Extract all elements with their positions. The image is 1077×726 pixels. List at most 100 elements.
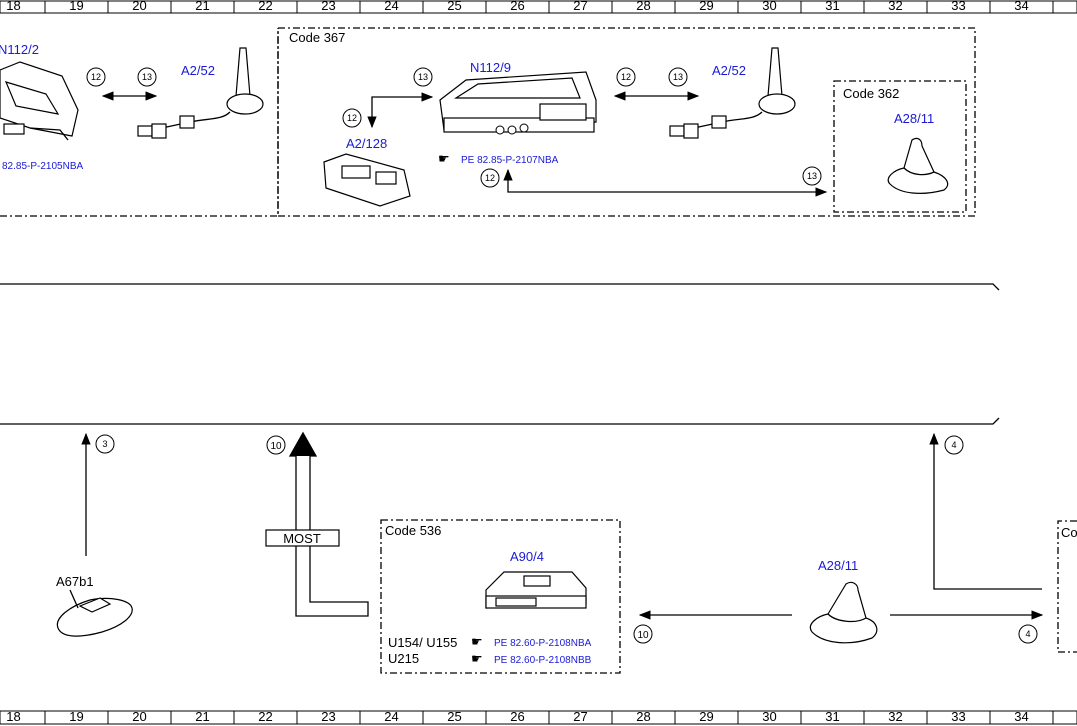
- svg-text:3: 3: [102, 439, 107, 449]
- ruler-bottom-number: 34: [1014, 709, 1028, 724]
- svg-text:12: 12: [347, 113, 357, 123]
- svg-text:4: 4: [951, 440, 956, 450]
- ruler-top-number: 31: [825, 0, 839, 13]
- ruler-top-number: 32: [888, 0, 902, 13]
- connector-12-d: 12: [480, 168, 500, 188]
- connector-10-a: 10: [266, 435, 286, 455]
- code-536-frame: [380, 519, 621, 674]
- a2-128-part: [323, 153, 411, 207]
- a2-52-right-antenna: [669, 47, 796, 139]
- svg-text:10: 10: [270, 441, 282, 452]
- ruler-top-number: 34: [1014, 0, 1028, 13]
- link-n112-9-a28-11: [503, 168, 828, 197]
- svg-text:PE 82.60-P-2108NBA: PE 82.60-P-2108NBA: [494, 638, 592, 649]
- a28-11-top-label: A28/11: [894, 111, 934, 126]
- code-367-label: Code 367: [289, 30, 345, 45]
- ruler-bottom-number: 25: [447, 709, 461, 724]
- connector-4-a: 4: [944, 435, 964, 455]
- connector-13-c: 13: [668, 67, 688, 87]
- svg-text:☛: ☛: [438, 151, 450, 166]
- ruler-bottom-number: 28: [636, 709, 650, 724]
- a2-52-left-label: A2/52: [181, 63, 215, 78]
- ruler-top-number: 22: [258, 0, 272, 13]
- ruler-top-number: 29: [699, 0, 713, 13]
- ruler-top-number: 28: [636, 0, 650, 13]
- svg-text:12: 12: [621, 72, 631, 82]
- connector-12-c: 12: [616, 67, 636, 87]
- ref-2107: ☛ PE 82.85-P-2107NBA: [438, 151, 559, 166]
- a2-128-label: A2/128: [346, 136, 387, 151]
- ruler-top-number: 23: [321, 0, 335, 13]
- code-367-frame: [277, 27, 976, 217]
- n112-9-module: [439, 71, 597, 135]
- connector-13-a: 13: [137, 67, 157, 87]
- ruler-bottom-number: 33: [951, 709, 965, 724]
- a28-11-bottom-shark-fin: [809, 581, 878, 644]
- a90-4-label: A90/4: [510, 549, 544, 564]
- a67b1-mirror: [56, 589, 133, 637]
- svg-text:PE 82.60-P-2108NBB: PE 82.60-P-2108NBB: [494, 655, 592, 666]
- n112-2-module: [0, 61, 79, 141]
- connector-13-d: 13: [802, 166, 822, 186]
- ruler-bottom-number: 21: [195, 709, 209, 724]
- ruler-top-number: 20: [132, 0, 146, 13]
- ruler-top-number: 19: [69, 0, 83, 13]
- svg-text:PE 82.85-P-2107NBA: PE 82.85-P-2107NBA: [461, 155, 559, 166]
- svg-text:13: 13: [142, 72, 152, 82]
- variant-line-1: U154/ U155: [388, 635, 457, 650]
- connector-13-b: 13: [413, 67, 433, 87]
- ruler-bottom-number: 32: [888, 709, 902, 724]
- right-frame: [1057, 520, 1077, 653]
- a90-4-module: [485, 571, 587, 609]
- a67b1-label: A67b1: [56, 574, 94, 589]
- svg-text:10: 10: [637, 630, 649, 641]
- ruler-bottom-number: 23: [321, 709, 335, 724]
- a28-11-bottom-label: A28/11: [818, 558, 858, 573]
- ruler-top-number: 24: [384, 0, 398, 13]
- ruler-bottom-number: 19: [69, 709, 83, 724]
- ruler-bottom-number: 22: [258, 709, 272, 724]
- link-right-bus: [929, 432, 1042, 590]
- ref-2108b: ☛ PE 82.60-P-2108NBB: [471, 651, 592, 666]
- bus-band: [0, 283, 1000, 425]
- svg-text:12: 12: [91, 72, 101, 82]
- ruler-bottom-number: 20: [132, 709, 146, 724]
- svg-text:13: 13: [418, 72, 428, 82]
- svg-text:☛: ☛: [471, 651, 483, 666]
- code-536-label: Code 536: [385, 523, 441, 538]
- svg-text:4: 4: [1025, 629, 1030, 639]
- ruler-top-number: 27: [573, 0, 587, 13]
- connector-12-b: 12: [342, 108, 362, 128]
- connector-3: 3: [95, 434, 115, 454]
- svg-text:☛: ☛: [471, 634, 483, 649]
- ruler-top-number: 30: [762, 0, 776, 13]
- ruler-top-number: 25: [447, 0, 461, 13]
- ruler-bottom-number: 29: [699, 709, 713, 724]
- connector-12-a: 12: [86, 67, 106, 87]
- code-362-label: Code 362: [843, 86, 899, 101]
- a28-11-top-shark-fin: [887, 137, 949, 194]
- svg-text:12: 12: [485, 173, 495, 183]
- a2-52-right-label: A2/52: [712, 63, 746, 78]
- ruler-bottom-number: 27: [573, 709, 587, 724]
- variant-line-2: U215: [388, 651, 419, 666]
- ref-2108a: ☛ PE 82.60-P-2108NBA: [471, 634, 592, 649]
- ruler-top-number: 26: [510, 0, 524, 13]
- ruler-bottom-number: 24: [384, 709, 398, 724]
- connector-10-b: 10: [633, 624, 653, 644]
- code-right-label: Co: [1061, 525, 1077, 540]
- ruler-bottom-number: 26: [510, 709, 524, 724]
- n112-9-label: N112/9: [470, 60, 511, 75]
- svg-text:MOST: MOST: [283, 531, 321, 546]
- svg-text:13: 13: [807, 171, 817, 181]
- left-frame: [0, 28, 279, 217]
- most-label-box: MOST: [265, 529, 340, 547]
- connector-4-b: 4: [1018, 624, 1038, 644]
- ruler-bottom-number: 31: [825, 709, 839, 724]
- link-n112-9-a2-128: [367, 92, 434, 129]
- ruler-top-number: 21: [195, 0, 209, 13]
- code-362-frame: [833, 80, 967, 213]
